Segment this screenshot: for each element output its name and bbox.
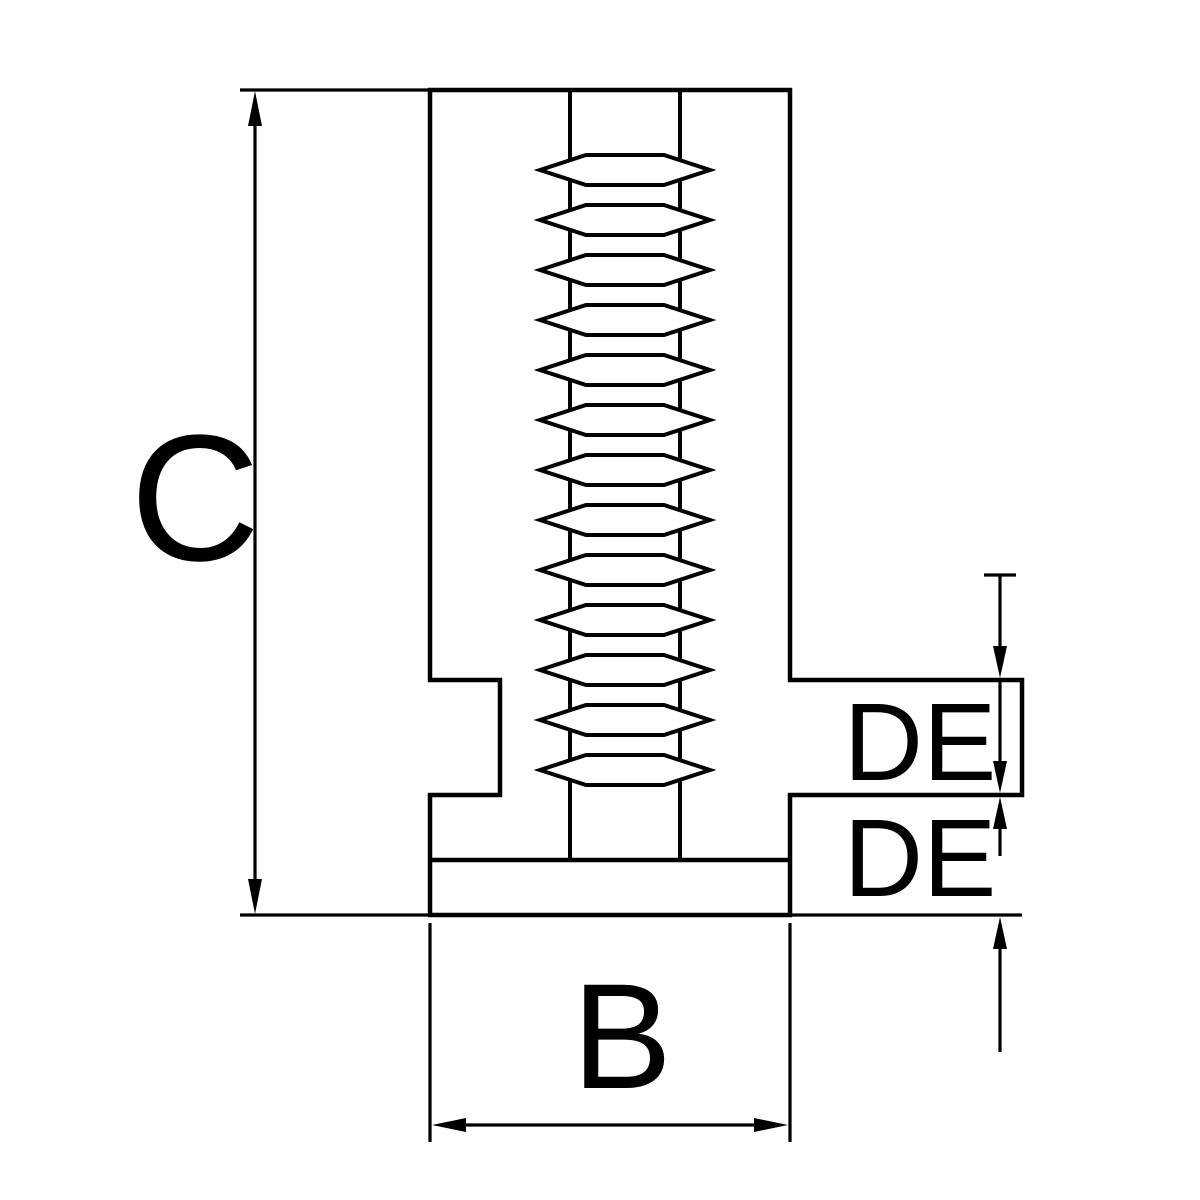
- thread-tooth: [533, 253, 717, 287]
- thread-tooth: [533, 603, 717, 637]
- thread-tooth: [533, 553, 717, 587]
- thread-tooth: [533, 753, 717, 787]
- arrowhead-tab-bottom-down: [993, 761, 1007, 793]
- thread-tooth: [533, 403, 717, 437]
- thread-tooth: [533, 303, 717, 337]
- arrowhead-tab-top-down: [993, 646, 1007, 678]
- dimension-b: [428, 923, 792, 1142]
- dimension-de: [792, 573, 1022, 1052]
- thread-tooth: [533, 353, 717, 387]
- thread-tooth: [533, 653, 717, 687]
- arrowhead-c-down: [248, 879, 262, 914]
- screw-thread-teeth: [533, 153, 717, 787]
- arrowhead-b-left: [432, 1118, 466, 1132]
- arrowhead-base-bottom-up: [993, 917, 1007, 949]
- thread-tooth: [533, 453, 717, 487]
- label-b: B: [572, 952, 672, 1120]
- label-de-upper: DE: [844, 681, 997, 804]
- arrowhead-lower-step-up: [993, 797, 1007, 829]
- thread-tooth: [533, 153, 717, 187]
- label-c: C: [130, 398, 260, 599]
- arrowhead-c-up: [248, 91, 262, 126]
- thread-tooth: [533, 703, 717, 737]
- dimension-c: [240, 88, 428, 917]
- jaw-outline: [427, 87, 1025, 918]
- label-de-lower: DE: [844, 797, 997, 920]
- thread-tooth: [533, 503, 717, 537]
- arrowhead-b-right: [754, 1118, 788, 1132]
- thread-tooth: [533, 203, 717, 237]
